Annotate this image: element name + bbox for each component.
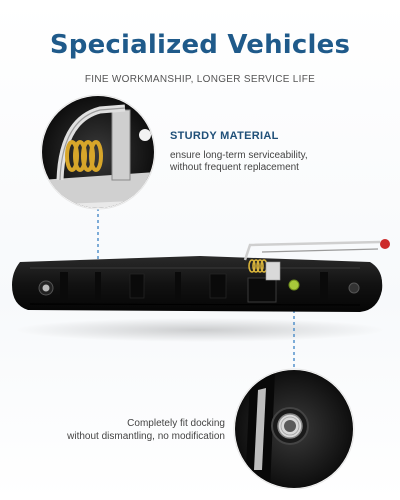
rod-end-icon [380,239,390,249]
page-title: Specialized Vehicles [49,30,351,60]
feature-desc-material: ensure long-term serviceability, without… [170,150,370,174]
detail-circle-bolt [233,368,355,490]
feature-desc-line: without frequent replacement [170,162,299,173]
latch-block [247,277,277,303]
threaded-insert-icon [277,413,303,439]
feature-desc-line: without dismantling, no modification [67,431,225,442]
left-bolt-icon [42,284,50,292]
feature-desc-line: ensure long-term serviceability, [170,150,308,161]
green-clip-icon [288,279,300,291]
page-subtitle: FINE WORKMANSHIP, LONGER SERVICE LIFE [84,74,316,85]
coil-spring-icon [65,140,103,172]
feature-desc-fit: Completely fit docking without dismantli… [20,417,225,443]
door-handle [12,239,390,312]
feature-title-material: STURDY MATERIAL [170,130,279,142]
detail-circle-spring [40,94,156,210]
feature-desc-line: Completely fit docking [127,418,225,429]
handle-shadow [15,318,385,342]
